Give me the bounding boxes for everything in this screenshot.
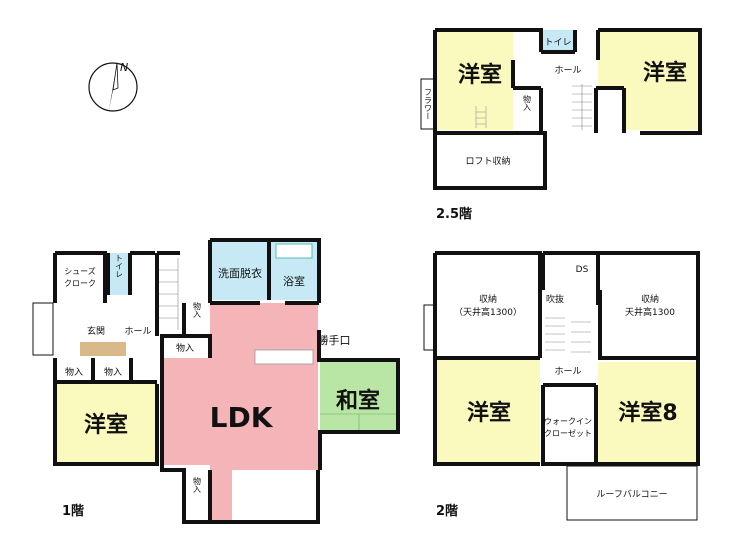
stairs-25 [572,84,592,130]
shoe-cloak [55,253,105,303]
floor-2-5: フラワー 洋室 物入 トイレ ホール 物入 洋室 ロフト収納 [420,28,702,222]
toilet-25 [541,30,575,52]
storage-25-left-label: 物入 [523,94,532,111]
storage-2f-right [598,253,698,356]
storage-2f-right-label-2: 天井高1300 [625,306,675,318]
loft-storage-label: ロフト収納 [465,155,510,167]
kitchen-counter [254,349,314,365]
storage-1f-d [184,470,210,522]
flower-box-label: フラワー [424,88,433,120]
western-room-2f-right-label: 洋室8 [618,400,677,426]
entrance-tile [80,342,126,356]
storage-1f-d-label: 物入 [193,476,202,493]
storage-2f-left-label-1: 収納 [479,293,497,305]
tatami-lines [320,413,398,432]
floor-2-label: 2階 [436,503,458,519]
floor-1-label: 1階 [62,503,84,519]
compass: N [88,61,138,112]
walls-25 [433,28,702,190]
western-room-1f-label: 洋室 [84,412,128,438]
shoe-cloak-label-1: シューズ [64,266,96,276]
toilet-25-label: トイレ [544,38,571,48]
fukinuke-label: 吹抜 [546,293,564,305]
bath-label: 浴室 [283,274,305,288]
storage-2f-left [435,253,540,356]
walk-in-label-2: クローゼット [544,428,592,438]
storage-1f-a-label: 物入 [176,342,194,354]
stairs-1f [157,258,179,330]
entrance-label: 玄関 [87,325,105,337]
washitsu-label: 和室 [336,388,380,414]
western-room-25-left [435,30,513,130]
floor-1: シューズ クローク トイレ 玄関 ホール 洗面脱衣 浴室 物入 物入 LDK [32,238,400,524]
western-room-25-right-label: 洋室 [643,60,687,86]
loft-ladder [475,106,487,128]
hall-1f-label: ホール [124,326,151,337]
walls-1f [53,238,400,524]
entrance-porch [32,302,54,356]
ds-label: DS [576,265,589,275]
floor-25-label: 2.5階 [436,206,472,222]
walls-2f [433,251,700,466]
hall-25-label: ホール [554,65,581,76]
compass-needle-hollow [112,62,119,91]
western-room-25-left-label: 洋室 [458,62,502,88]
storage-1f-tall-label: 物入 [193,301,202,318]
ds-box-left [423,304,435,351]
washroom-label: 洗面脱衣 [218,266,262,280]
western-room-1f [55,384,157,464]
ldk-label: LDK [210,401,274,434]
walk-in-closet [543,385,595,464]
loft-storage [435,135,545,188]
hall-2f-label: ホール [554,366,581,377]
storage-25-left [513,88,541,130]
washroom [211,240,269,300]
bathtub [275,243,313,259]
storage-2f-right-label-1: 収納 [641,293,659,305]
western-room-2f-left-label: 洋室 [467,400,511,426]
walk-in-label-1: ウォークイン [544,417,592,426]
stairs-2f [545,317,591,353]
storage-1f-b-label: 物入 [65,366,83,378]
roof-balcony-label: ルーフバルコニー [596,489,667,500]
storage-2f-left-label-2: （天井高1300） [454,306,522,318]
storage-1f-b [55,360,93,382]
western-room-2f-left [435,360,540,464]
shoe-cloak-label-2: クローク [64,279,96,288]
storage-1f-c [95,360,131,382]
back-door-label: 勝手口 [318,333,351,347]
toilet-1f-label: トイレ [115,254,124,278]
toilet-1f [108,253,130,295]
storage-1f-tall [186,303,208,333]
compass-ring [88,62,138,112]
western-room-2f-right [598,362,698,464]
storage-1f-a [162,336,210,358]
storage-1f-c-label: 物入 [104,366,122,378]
compass-north-label: N [120,61,128,74]
floor-2: 収納 （天井高1300） DS 吹抜 収納 天井高1300 ホール 洋室 ウォー… [423,251,700,521]
